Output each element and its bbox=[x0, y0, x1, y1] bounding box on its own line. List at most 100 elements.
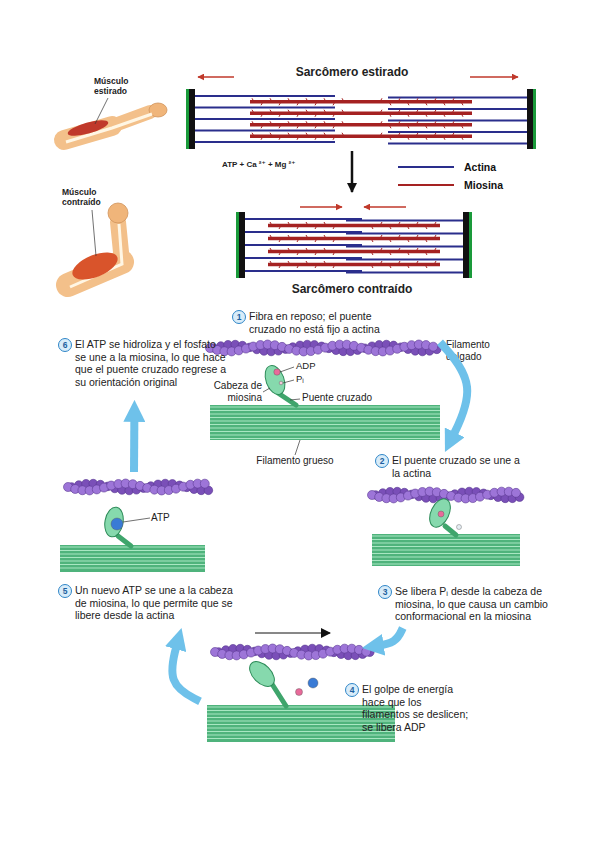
myosin-head-tick bbox=[371, 265, 373, 269]
step-description: Un nuevo ATP se une a la cabeza de miosi… bbox=[75, 584, 246, 622]
myosin-head-tick bbox=[333, 252, 335, 256]
myosin-head-tick bbox=[306, 110, 308, 114]
myosin-head-tick bbox=[324, 98, 326, 102]
stretch-arrow bbox=[470, 76, 518, 77]
step-text-block: 6El ATP se hidroliza y el fosfato se une… bbox=[58, 338, 228, 388]
actin-line bbox=[388, 120, 530, 122]
myosin-head-tick bbox=[371, 239, 373, 243]
legend-line-sample bbox=[398, 166, 454, 168]
myosin-head bbox=[245, 657, 279, 691]
step-block: 2El puente cruzado se une a la actina bbox=[365, 452, 525, 570]
myosin-head-tick bbox=[288, 110, 290, 114]
myosin-head-tick bbox=[389, 113, 391, 117]
myosin-head-tick bbox=[270, 98, 272, 102]
leader-line bbox=[95, 98, 108, 124]
leader-line bbox=[92, 210, 96, 256]
actin-line bbox=[388, 97, 530, 99]
z-line-edge bbox=[186, 89, 189, 149]
phosphate bbox=[279, 381, 283, 385]
myosin-head-tick bbox=[270, 110, 272, 114]
phosphate bbox=[457, 525, 462, 530]
actin-line bbox=[242, 218, 362, 220]
thick-filament-stripe bbox=[210, 407, 440, 408]
myosin-head-tick bbox=[297, 125, 299, 129]
actin-line bbox=[388, 143, 530, 145]
myosin-head-tick bbox=[261, 113, 263, 117]
z-line bbox=[189, 89, 195, 149]
myosin-head-tick bbox=[398, 248, 400, 252]
myosin-line bbox=[250, 135, 472, 139]
thick-filament-stripe bbox=[210, 414, 440, 415]
myosin-head-tick bbox=[315, 226, 317, 230]
myosin-head-tick bbox=[297, 265, 299, 269]
thick-filament-stripe bbox=[372, 560, 520, 561]
myosin-head-tick bbox=[252, 110, 254, 114]
myosin-head-tick bbox=[416, 133, 418, 137]
step-number: 6 bbox=[58, 338, 72, 352]
leader-line bbox=[283, 380, 294, 383]
thick-filament bbox=[60, 545, 205, 572]
sarcomere bbox=[186, 89, 536, 149]
figure-label: Músculo estirado bbox=[94, 77, 142, 97]
thick-filament-stripe bbox=[60, 564, 205, 565]
myosin-head-tick bbox=[452, 133, 454, 137]
cross-bridge-neck bbox=[278, 393, 296, 405]
cycle-arrow bbox=[374, 628, 403, 646]
cycle-arrow bbox=[172, 640, 200, 702]
step-number: 3 bbox=[378, 585, 392, 599]
myosin-head-tick bbox=[288, 133, 290, 137]
myosin-line bbox=[268, 224, 440, 228]
bone bbox=[66, 114, 152, 142]
actin-line bbox=[242, 244, 362, 246]
myosin-head-tick bbox=[380, 98, 382, 102]
myosin-head-tick bbox=[380, 261, 382, 265]
forearm bbox=[112, 112, 150, 126]
legend-line-sample bbox=[398, 184, 454, 186]
sarcomere bbox=[236, 212, 472, 278]
myosin-head-tick bbox=[306, 261, 308, 265]
step-text-block: 4El golpe de energía hace que los filame… bbox=[345, 683, 470, 733]
part-label: Puente cruzado bbox=[302, 392, 392, 404]
myosin-head-tick bbox=[398, 133, 400, 137]
myosin-head-tick bbox=[270, 248, 272, 252]
myosin-head-tick bbox=[416, 222, 418, 226]
myosin-head-tick bbox=[333, 125, 335, 129]
myosin-head-tick bbox=[434, 222, 436, 226]
myosin-head-tick bbox=[333, 239, 335, 243]
myosin-head-tick bbox=[342, 133, 344, 137]
myosin-head-tick bbox=[461, 113, 463, 117]
step-description: El ATP se hidroliza y el fosfato se une … bbox=[75, 338, 228, 388]
myosin-head-tick bbox=[398, 222, 400, 226]
legend: ActinaMiosina bbox=[398, 158, 503, 194]
thick-filament-body bbox=[60, 545, 205, 572]
step-block: 4El golpe de energía hace que los filame… bbox=[200, 648, 470, 745]
part-label: Cabeza de miosina bbox=[204, 380, 262, 403]
myosin-head-tick bbox=[324, 222, 326, 226]
thick-filament bbox=[210, 405, 440, 440]
leader-line bbox=[440, 345, 446, 348]
transition-arrow bbox=[351, 151, 354, 192]
myosin-head-tick bbox=[416, 235, 418, 239]
myosin-head-tick bbox=[306, 235, 308, 239]
legend-item: Actina bbox=[398, 158, 503, 176]
myosin-head-tick bbox=[443, 113, 445, 117]
myosin-head-tick bbox=[434, 98, 436, 102]
actin-line bbox=[388, 131, 530, 133]
myosin-head-tick bbox=[315, 136, 317, 140]
thick-filament-body bbox=[372, 534, 520, 566]
myosin-head bbox=[103, 506, 126, 539]
myosin-head-tick bbox=[389, 136, 391, 140]
step-block: 6El ATP se hidroliza y el fosfato se une… bbox=[58, 338, 228, 400]
thick-filament-stripe bbox=[210, 421, 440, 422]
thick-filament-stripe bbox=[60, 557, 205, 558]
myosin-head-tick bbox=[434, 261, 436, 265]
actin-line bbox=[242, 231, 362, 233]
myosin-head-tick bbox=[315, 102, 317, 106]
myosin-head-tick bbox=[252, 98, 254, 102]
myosin-cross-bridge bbox=[103, 506, 131, 546]
myosin-head-tick bbox=[324, 110, 326, 114]
myosin-line bbox=[250, 112, 472, 116]
myosin-head-tick bbox=[398, 121, 400, 125]
myosin-head-tick bbox=[461, 125, 463, 129]
